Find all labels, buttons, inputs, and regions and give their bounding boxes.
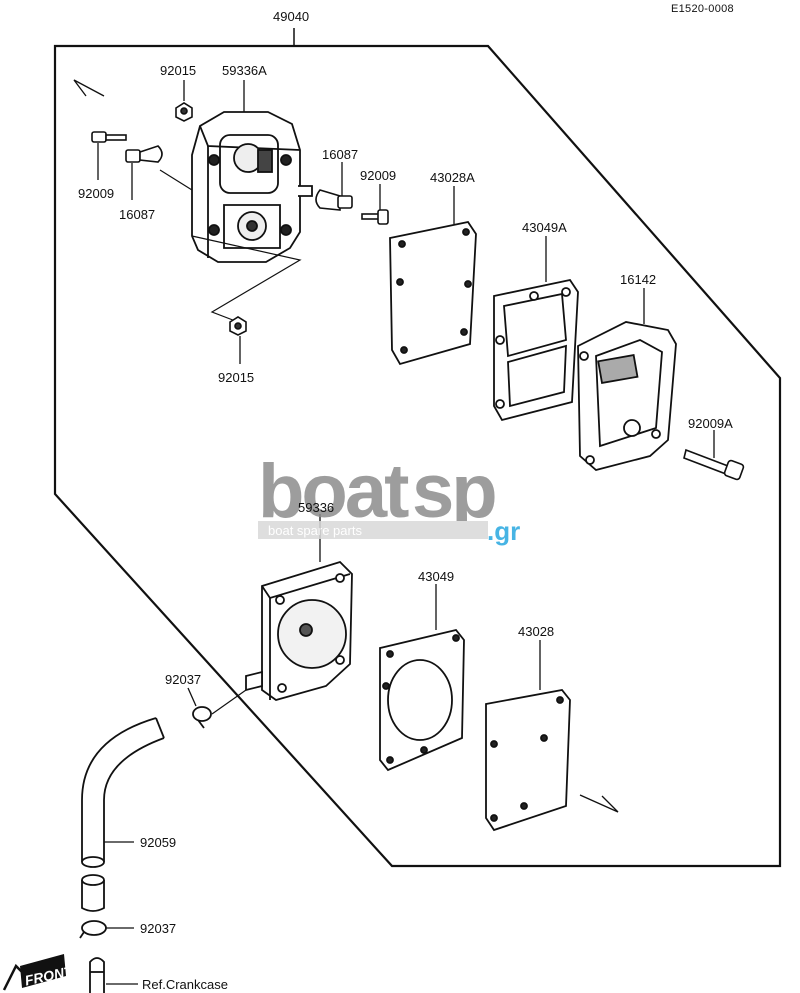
- fitting-left-part: [125, 145, 163, 163]
- diagram-code: E1520-0008: [671, 3, 734, 15]
- label-gasket-upper: 43049A: [522, 220, 567, 235]
- label-pump-body: 59336: [298, 500, 334, 515]
- crankcase-fitting-part: [89, 957, 105, 993]
- direction-arrow-top: [73, 79, 105, 97]
- cap-screw-left-part: [91, 131, 127, 143]
- label-cap-screw-right: 92009: [360, 168, 396, 183]
- label-assembly: 49040: [273, 9, 309, 24]
- cover-assembly-part: [191, 111, 313, 263]
- watermark: boat sp .gr boat spare parts: [258, 449, 520, 546]
- pump-body-part: [245, 560, 353, 701]
- label-nut-bottom: 92015: [218, 370, 254, 385]
- nut-bottom-part: [229, 316, 247, 336]
- label-fitting-right: 16087: [322, 147, 358, 162]
- label-bolt: 92009A: [688, 416, 733, 431]
- label-hose: 92059: [140, 835, 176, 850]
- clamp-lower-part: [79, 920, 107, 939]
- bolt-plate-part: [683, 448, 745, 481]
- watermark-tagline-bar: [258, 521, 488, 539]
- cap-screw-right-part: [361, 209, 389, 225]
- leader-fitting-body: [159, 169, 193, 191]
- gasket-lower-part: [379, 628, 465, 772]
- label-cover-plate: 16142: [620, 272, 656, 287]
- label-diaphragm-upper: 43028A: [430, 170, 475, 185]
- label-ref-crankcase: Ref.Crankcase: [142, 977, 228, 992]
- fitting-right-part: [315, 189, 353, 211]
- label-gasket-lower: 43049: [418, 569, 454, 584]
- watermark-word-dark: sp: [412, 449, 495, 534]
- cover-plate-part: [577, 321, 677, 471]
- hose-stub-part: [81, 874, 105, 912]
- gasket-upper-part: [493, 278, 579, 422]
- watermark-tagline: boat spare parts: [268, 523, 362, 538]
- diaphragm-upper-part: [389, 220, 477, 366]
- label-cap-screw-left: 92009: [78, 186, 114, 201]
- label-cover-assembly: 59336A: [222, 63, 267, 78]
- watermark-suffix: .gr: [487, 516, 520, 546]
- watermark-word-gray: boat: [258, 449, 409, 534]
- nut-top-part: [175, 102, 193, 122]
- leader-nut-bottom-path: [191, 235, 302, 323]
- assembly-outline: [53, 44, 782, 868]
- front-indicator: FRONT: [2, 954, 75, 991]
- label-fitting-left: 16087: [119, 207, 155, 222]
- direction-arrow-bottom: [579, 794, 619, 813]
- label-clamp-lower: 92037: [140, 921, 176, 936]
- diaphragm-lower-part: [485, 689, 571, 832]
- clamp-upper-part: [192, 706, 212, 729]
- label-nut-top: 92015: [160, 63, 196, 78]
- label-clamp-upper: 92037: [165, 672, 201, 687]
- hose-part: [81, 717, 165, 868]
- leader-clamp-path: [211, 689, 247, 715]
- leader-clamp-upper: [187, 687, 197, 707]
- label-diaphragm-lower: 43028: [518, 624, 554, 639]
